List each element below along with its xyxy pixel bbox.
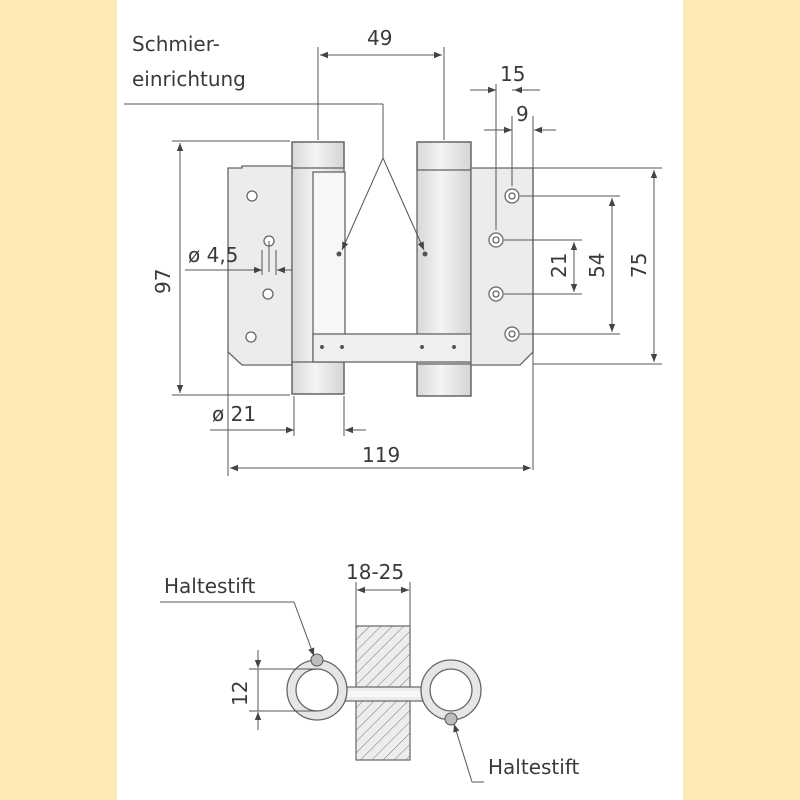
right-leaf-plate (470, 167, 534, 366)
dimension-lines (124, 47, 662, 476)
retaining-pin-upper (310, 653, 324, 667)
label-pin-lower: Haltestift (488, 755, 580, 779)
dim-diameter-4-5: ø 4,5 (188, 243, 238, 267)
hinge-section-view (286, 625, 482, 761)
dim-21: 21 (547, 253, 571, 278)
callout-label-line2: einrichtung (132, 67, 246, 91)
dim-15: 15 (500, 62, 525, 86)
dim-18-25: 18-25 (346, 560, 404, 584)
dim-49: 49 (367, 26, 392, 50)
connecting-web (312, 333, 472, 363)
dim-119: 119 (362, 443, 400, 467)
dim-75: 75 (627, 253, 651, 278)
dim-54: 54 (585, 253, 609, 278)
retaining-pin-lower (444, 712, 458, 726)
dim-9: 9 (516, 102, 529, 126)
section-dimension-lines (160, 582, 484, 783)
callout-label-line1: Schmier- (132, 32, 220, 56)
dim-12: 12 (228, 681, 252, 706)
hinge-front-view (227, 141, 534, 397)
section-labels: 18-25 12 Haltestift Haltestift (164, 560, 580, 779)
dimension-labels: Schmier- einrichtung 49 15 9 ø 4,5 97 21… (132, 26, 651, 467)
label-pin-upper: Haltestift (164, 574, 256, 598)
dim-diameter-21: ø 21 (212, 402, 256, 426)
dim-97: 97 (151, 269, 175, 294)
